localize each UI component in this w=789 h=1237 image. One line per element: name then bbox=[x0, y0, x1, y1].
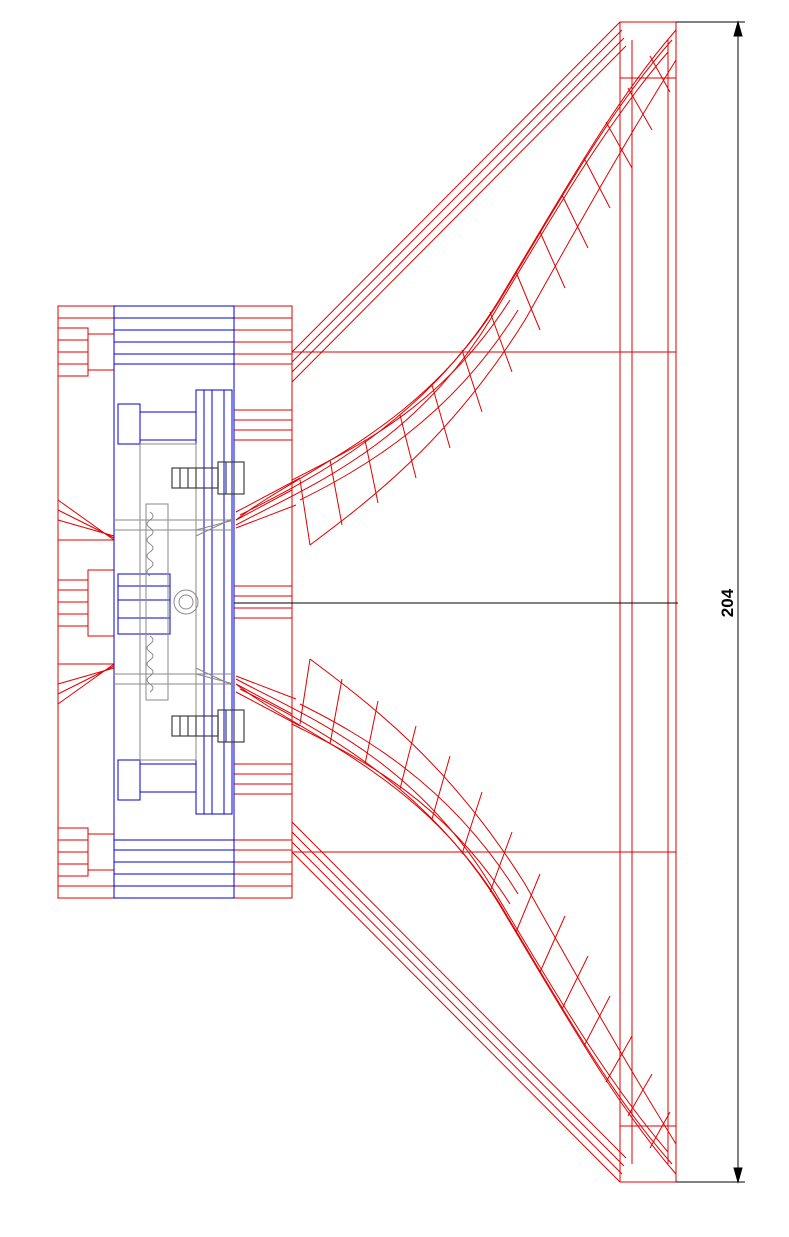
horn-throat-curve-bottom bbox=[235, 658, 677, 1175]
bolt-upper bbox=[171, 461, 245, 495]
horn-outer-wall-bottom bbox=[291, 821, 627, 1183]
horn-mouth-plate bbox=[619, 21, 677, 1183]
driver-body bbox=[113, 305, 235, 899]
bolt-lower bbox=[171, 709, 245, 743]
horn-throat-curve-top bbox=[235, 29, 677, 546]
dimension-arrow-bottom bbox=[733, 1167, 743, 1184]
dimension-label: 204 bbox=[718, 588, 737, 617]
horn-flare bbox=[57, 21, 677, 1183]
dimension-annotation bbox=[234, 20, 745, 1184]
mounting-bolts bbox=[171, 461, 245, 743]
dimension-arrow-top bbox=[733, 20, 743, 37]
driver-internal-parts bbox=[114, 443, 235, 761]
horn-outer-wall-top bbox=[291, 21, 627, 383]
